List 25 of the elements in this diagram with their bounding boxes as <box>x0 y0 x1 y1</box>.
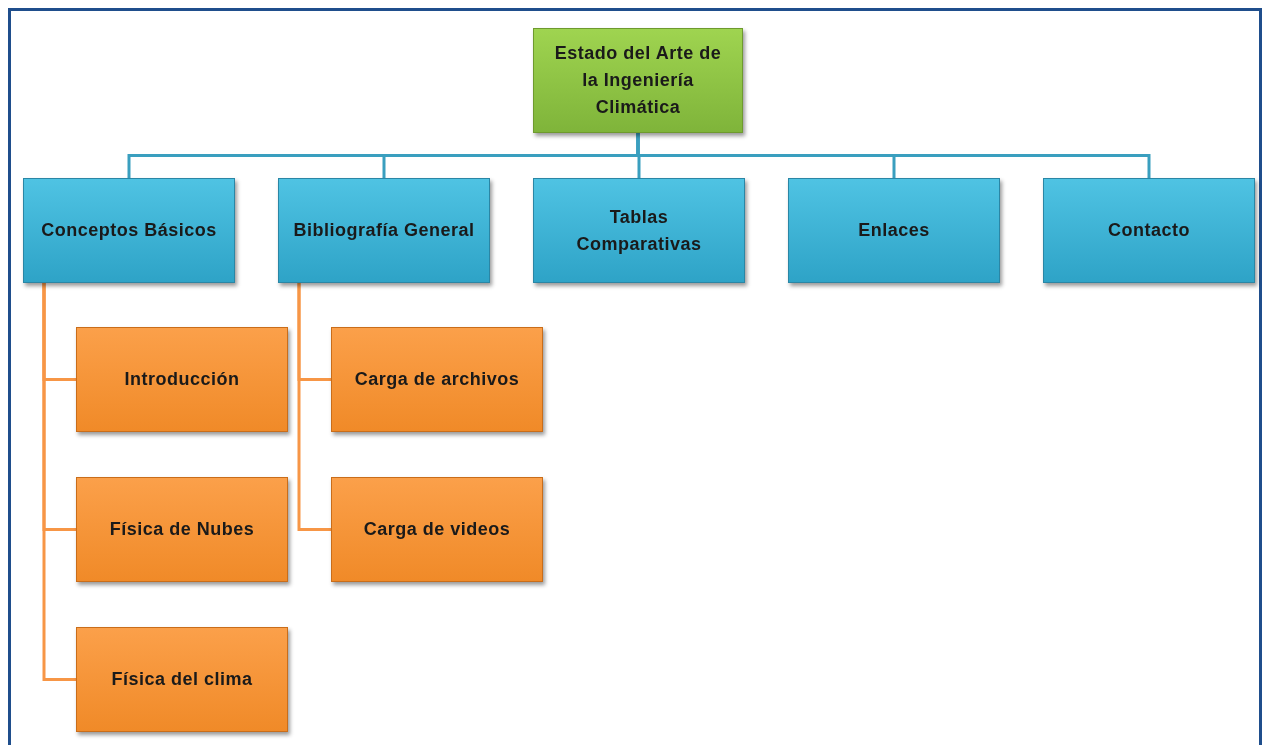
box-label: Introducción <box>124 368 240 391</box>
process-box <box>331 327 543 432</box>
process-box <box>533 28 743 133</box>
box-label: Bibliografía General <box>293 219 475 242</box>
process-box <box>1043 178 1255 283</box>
box-label: Carga de videos <box>363 518 511 541</box>
process-box <box>533 178 745 283</box>
connector-line <box>297 283 331 531</box>
process-box <box>76 477 288 582</box>
process-box <box>278 178 490 283</box>
box-label: Estado del Arte de la Ingeniería Climática <box>553 42 723 119</box>
box-label: Conceptos Básicos <box>41 219 217 242</box>
box-label: Contacto <box>1108 219 1190 242</box>
process-box <box>76 627 288 732</box>
box-label: Tablas Comparativas <box>575 205 703 256</box>
box-label: Carga de archivos <box>354 368 520 391</box>
box-label: Enlaces <box>858 219 930 242</box>
process-box <box>76 327 288 432</box>
process-box <box>331 477 543 582</box>
connector-line <box>42 283 76 681</box>
box-label: Física del clima <box>111 668 253 691</box>
box-label: Física de Nubes <box>109 518 255 541</box>
connector-line <box>636 133 1151 178</box>
process-box <box>23 178 235 283</box>
process-box <box>788 178 1000 283</box>
